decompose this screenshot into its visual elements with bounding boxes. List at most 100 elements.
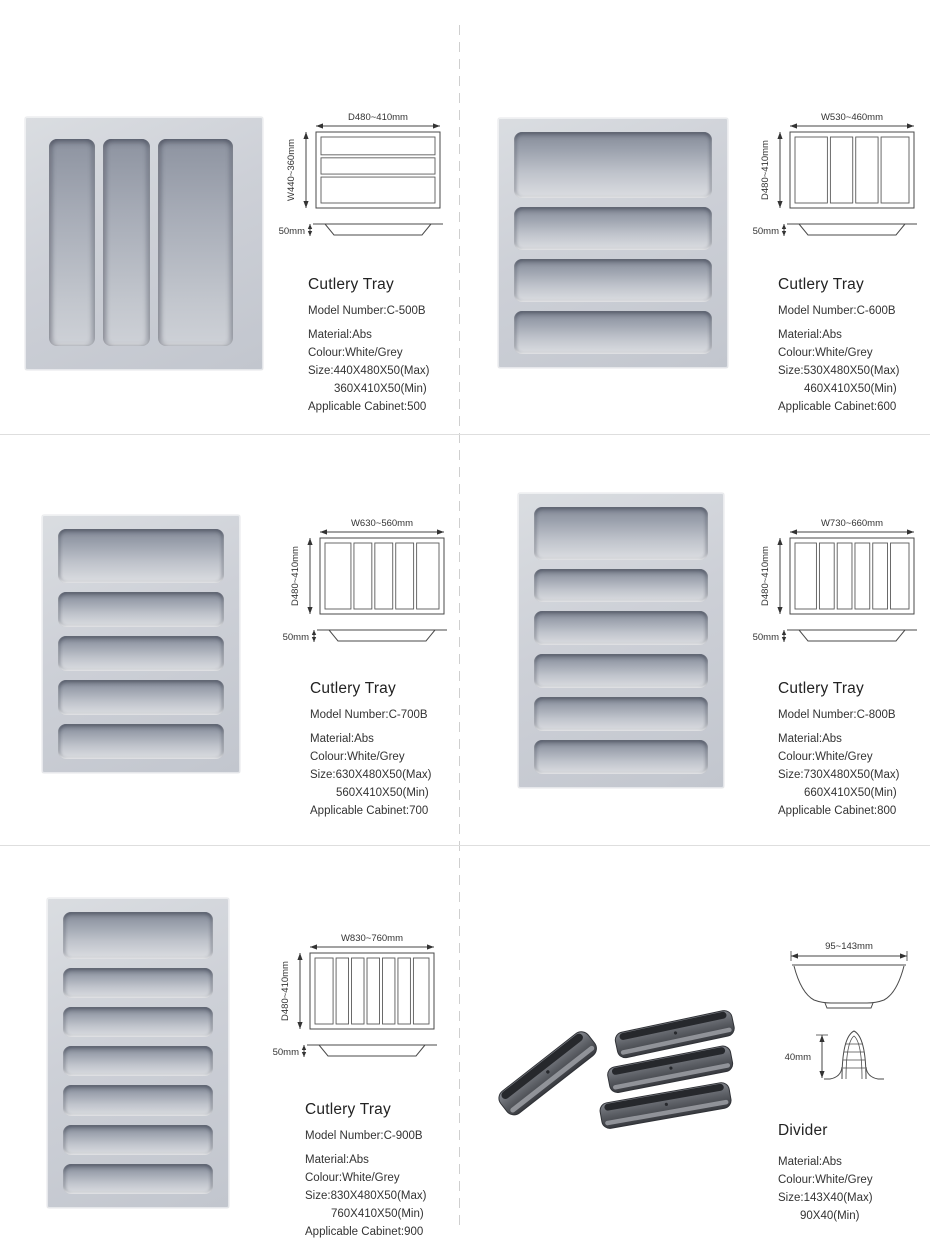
dimension-label: 40mm <box>785 1052 811 1063</box>
tray-compartment <box>534 654 708 689</box>
divider-clip <box>599 1082 732 1129</box>
product-info: Cutlery Tray Model Number:C-500B Materia… <box>308 276 429 416</box>
material: Material:Abs <box>310 733 374 745</box>
tray-compartment <box>514 259 712 303</box>
product-photo <box>498 118 728 368</box>
product-photo <box>25 117 263 370</box>
tray-compartment <box>49 139 96 346</box>
model-number: Model Number:C-900B <box>305 1130 423 1142</box>
horizontal-divider-line <box>0 434 930 435</box>
tray-compartment <box>534 697 708 732</box>
material: Material:Abs <box>305 1154 369 1166</box>
size-max: Size:143X40(Max) <box>778 1192 873 1204</box>
product-photo-dividers <box>498 1010 735 1129</box>
dimension-label: D480~410mm <box>760 140 771 200</box>
size-max: Size:440X480X50(Max) <box>308 365 430 377</box>
product-photo <box>47 898 229 1208</box>
tray-compartment <box>103 139 150 346</box>
tray-compartment <box>58 592 224 628</box>
tray-compartment <box>534 507 708 560</box>
model-number: Model Number:C-700B <box>310 709 428 721</box>
dimension-label: 50mm <box>753 632 779 643</box>
tray-compartment <box>63 912 213 959</box>
model-number: Model Number:C-800B <box>778 709 896 721</box>
material: Material:Abs <box>308 329 372 341</box>
product-photo <box>42 515 240 773</box>
colour: Colour:White/Grey <box>778 347 873 359</box>
tray-compartment <box>63 967 213 999</box>
dimension-label: W440~360mm <box>286 139 297 201</box>
size-min: 560X410X50(Min) <box>336 787 429 799</box>
divider-clip <box>498 1031 597 1116</box>
dimension-label: 50mm <box>279 226 305 237</box>
applicable-cabinet: Applicable Cabinet:700 <box>310 805 429 817</box>
applicable-cabinet: Applicable Cabinet:500 <box>308 401 427 413</box>
size-max: Size:630X480X50(Max) <box>310 769 432 781</box>
product-title: Cutlery Tray <box>310 680 396 697</box>
applicable-cabinet: Applicable Cabinet:600 <box>778 401 897 413</box>
size-min: 660X410X50(Min) <box>804 787 897 799</box>
dimension-label: D480~410mm <box>280 961 291 1021</box>
product-title: Cutlery Tray <box>778 680 864 697</box>
model-number: Model Number:C-500B <box>308 305 426 317</box>
model-number: Model Number:C-600B <box>778 305 896 317</box>
tray-compartment <box>514 207 712 251</box>
tray-compartment <box>514 132 712 199</box>
product-title: Cutlery Tray <box>308 276 394 293</box>
colour: Colour:White/Grey <box>778 751 873 763</box>
size-min: 460X410X50(Min) <box>804 383 897 395</box>
dimension-label: D480~410mm <box>348 112 408 123</box>
tray-compartment <box>58 636 224 672</box>
product-title: Cutlery Tray <box>305 1101 391 1118</box>
material: Material:Abs <box>778 329 842 341</box>
dimension-label: W530~460mm <box>821 112 883 123</box>
product-photo <box>518 493 724 788</box>
product-info: Divider Material:Abs Colour:White/Grey S… <box>778 1122 873 1225</box>
dimension-label: D480~410mm <box>290 546 301 606</box>
tray-compartment <box>63 1163 213 1195</box>
dimension-label: 50mm <box>753 226 779 237</box>
tray-compartment <box>534 740 708 774</box>
dimension-label: D480~410mm <box>760 546 771 606</box>
dimension-diagram-divider: 95~143mm 40mm <box>785 941 908 1080</box>
tray-compartment <box>63 1046 213 1077</box>
tray-compartment <box>58 724 224 759</box>
tray-compartment <box>157 139 233 346</box>
material: Material:Abs <box>778 733 842 745</box>
size-max: Size:830X480X50(Max) <box>305 1190 427 1202</box>
tray-compartment <box>58 529 224 584</box>
product-title: Divider <box>778 1122 828 1139</box>
colour: Colour:White/Grey <box>308 347 403 359</box>
divider-clip <box>614 1010 735 1059</box>
size-max: Size:730X480X50(Max) <box>778 769 900 781</box>
vertical-divider-line <box>459 25 460 1225</box>
product-info: Cutlery Tray Model Number:C-900B Materia… <box>305 1101 426 1241</box>
tray-compartment <box>63 1007 213 1038</box>
dimension-label: W830~760mm <box>341 933 403 944</box>
product-info: Cutlery Tray Model Number:C-600B Materia… <box>778 276 899 416</box>
size-min: 360X410X50(Min) <box>334 383 427 395</box>
dimension-label: W630~560mm <box>351 518 413 529</box>
tray-compartment <box>63 1085 213 1116</box>
size-min: 760X410X50(Min) <box>331 1208 424 1220</box>
size-min: 90X40(Min) <box>800 1210 860 1222</box>
colour: Colour:White/Grey <box>310 751 405 763</box>
dimension-label: 50mm <box>273 1047 299 1058</box>
dimension-label: 50mm <box>283 632 309 643</box>
material: Material:Abs <box>778 1156 842 1168</box>
size-max: Size:530X480X50(Max) <box>778 365 900 377</box>
tray-compartment <box>58 680 224 716</box>
product-info: Cutlery Tray Model Number:C-700B Materia… <box>310 680 431 820</box>
dimension-label: W730~660mm <box>821 518 883 529</box>
product-info: Cutlery Tray Model Number:C-800B Materia… <box>778 680 899 820</box>
tray-compartment <box>63 1124 213 1155</box>
horizontal-divider-line <box>0 845 930 846</box>
applicable-cabinet: Applicable Cabinet:800 <box>778 805 897 817</box>
tray-compartment <box>534 611 708 646</box>
